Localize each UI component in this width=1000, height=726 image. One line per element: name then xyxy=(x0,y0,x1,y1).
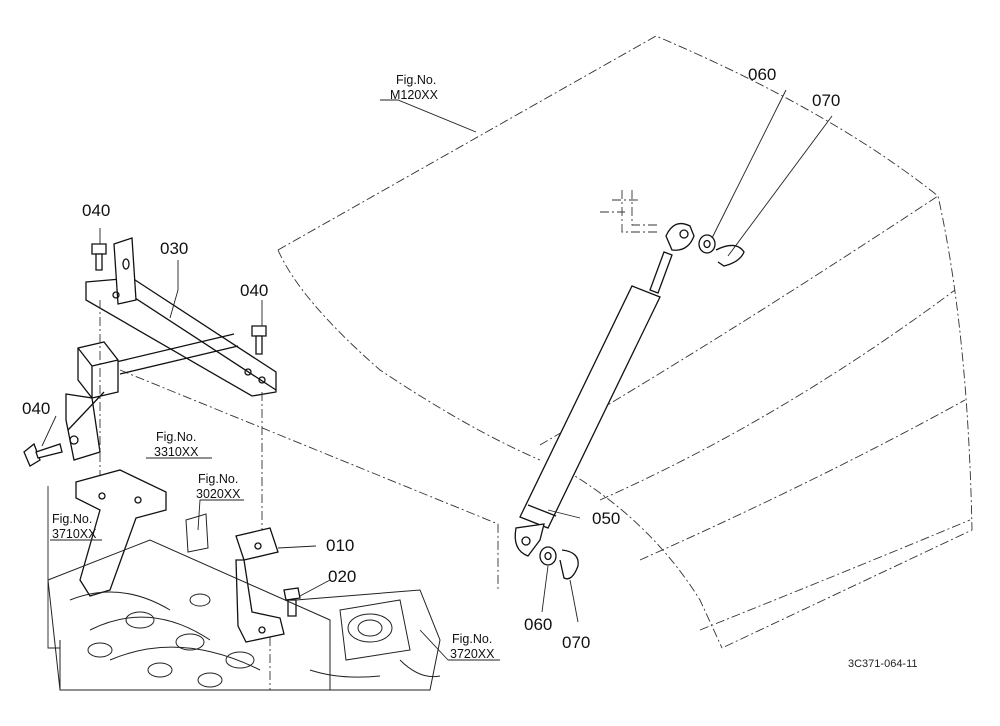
figref-3310xx: Fig.No. 3310XX xyxy=(154,430,199,459)
figref-3020xx-number: 3020XX xyxy=(196,487,241,501)
washer-060-top xyxy=(698,234,716,254)
clip-070-top xyxy=(715,244,745,267)
callout-040-top: 040 xyxy=(82,201,110,220)
figref-3310xx-number: 3310XX xyxy=(154,445,199,459)
figref-m120xx: Fig.No. M120XX xyxy=(390,73,439,102)
engine-head xyxy=(47,513,441,691)
hood-outline xyxy=(277,35,973,649)
callout-030: 030 xyxy=(160,239,188,258)
hinge-block xyxy=(65,341,119,461)
figref-3020xx: Fig.No. 3020XX xyxy=(196,472,241,501)
figref-m120xx-number: M120XX xyxy=(390,88,439,102)
leader-lines xyxy=(41,89,833,661)
bolt-040-right xyxy=(251,325,267,355)
diagram-code: 3C371-064-11 xyxy=(848,658,918,670)
hood-edge-line xyxy=(119,369,499,590)
figref-3720xx-label: Fig.No. xyxy=(452,632,492,646)
callout-060-top: 060 xyxy=(748,65,776,84)
figref-3720xx: Fig.No. 3720XX xyxy=(450,632,495,661)
callout-040-left: 040 xyxy=(22,399,50,418)
bracket-010 xyxy=(235,527,285,643)
figref-3020xx-label: Fig.No. xyxy=(198,472,238,486)
figref-3310xx-label: Fig.No. xyxy=(156,430,196,444)
callout-070-bottom: 070 xyxy=(562,633,590,652)
callout-070-top: 070 xyxy=(812,91,840,110)
clip-070-bottom xyxy=(559,549,579,580)
callout-060-bottom: 060 xyxy=(524,615,552,634)
upper-mount-phantom xyxy=(600,190,660,233)
figref-m120xx-label: Fig.No. xyxy=(396,73,436,87)
figref-3710xx-label: Fig.No. xyxy=(52,512,92,526)
bolt-020 xyxy=(283,587,301,617)
bolt-040-top xyxy=(91,243,107,271)
callout-040-right: 040 xyxy=(240,281,268,300)
callout-010: 010 xyxy=(326,536,354,555)
gas-spring-050 xyxy=(514,222,695,557)
figref-3710xx-number: 3710XX xyxy=(52,527,97,541)
stay-bracket-030 xyxy=(85,237,277,397)
figref-3720xx-number: 3720XX xyxy=(450,647,495,661)
callout-020: 020 xyxy=(328,567,356,586)
washer-060-bottom xyxy=(539,546,557,566)
callout-050: 050 xyxy=(592,509,620,528)
bracket-3310 xyxy=(75,469,167,597)
figref-3710xx: Fig.No. 3710XX xyxy=(52,512,97,541)
bolt-040-left xyxy=(23,442,63,467)
